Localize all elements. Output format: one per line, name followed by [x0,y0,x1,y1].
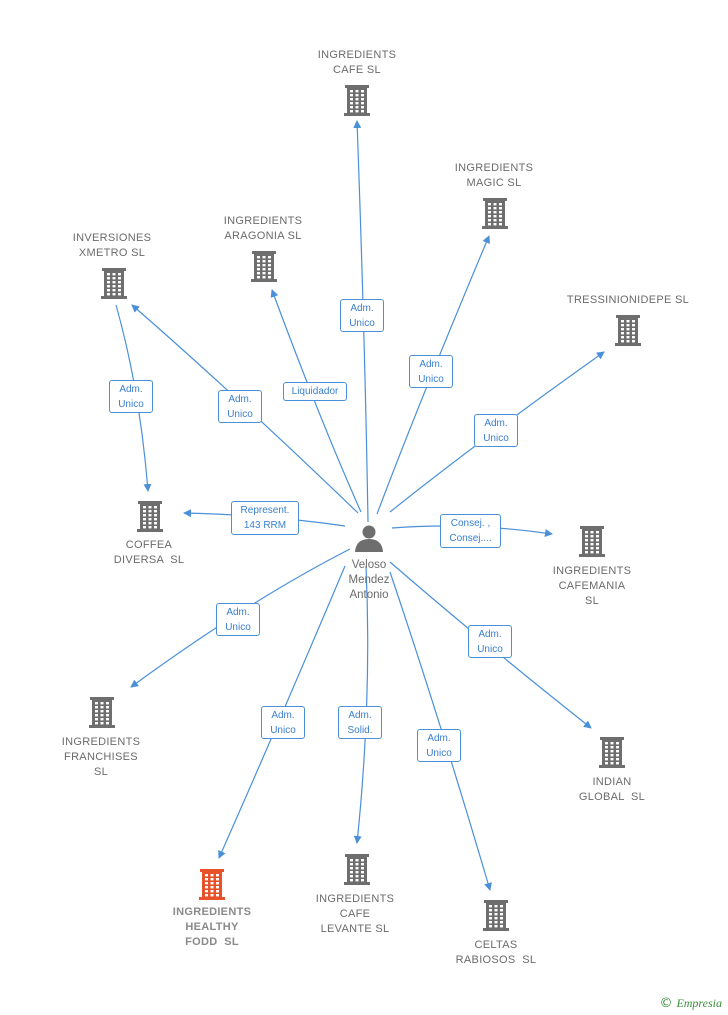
building-icon-ingredients_cafemania[interactable] [579,526,605,557]
building-icon-inversiones_xmetro[interactable] [101,268,127,299]
edge-label-line: Unico [483,433,509,444]
edge-label-line: Unico [227,409,253,420]
company-label-line: ARAGONIA SL [224,230,302,242]
company-label-line: TRESSINIONIDEPE SL [566,294,690,306]
edge-label-line: Adm. [228,394,252,405]
edge-label-line: Unico [118,399,144,410]
company-label-ingredients_cafemania[interactable]: INGREDIENTS CAFEMANIA SL [522,564,662,609]
company-label-line: INGREDIENTS [317,49,397,61]
edge-label-coffea_diversa[interactable]: Represent. 143 RRM [231,501,299,535]
person-icon[interactable] [355,525,383,553]
building-icon-celtas_rabiosos[interactable] [483,900,509,931]
edge-label-tressinionidepe[interactable]: Adm. Unico [474,414,518,447]
edge-label-inversiones_xmetro[interactable]: Adm. Unico [218,390,262,423]
edge-label-line: Unico [349,318,375,329]
person-name[interactable]: Veloso Mendez Antonio [348,559,390,601]
edge-label-ingredients_cafe_levante[interactable]: Adm. Solid. [338,706,382,739]
company-label-line: INGREDIENTS [223,215,303,227]
edge-label-line: Adm. [350,303,374,314]
edge-label-ingredients_cafemania[interactable]: Consej. , Consej.... [440,514,501,548]
company-label-tressinionidepe[interactable]: TRESSINIONIDEPE SL [558,293,698,308]
edge-label-line: Liquidador [291,386,339,397]
building-icon-ingredients_cafe[interactable] [344,85,370,116]
edge-label-line: Represent. [240,505,290,516]
company-label-line: SL [93,766,109,778]
edge-label-line: Consej. , [450,518,491,529]
company-label-line: HEALTHY [185,921,239,933]
edge-label-ingredients_aragonia[interactable]: Liquidador [283,382,347,401]
company-label-ingredients_cafe[interactable]: INGREDIENTS CAFE SL [287,48,427,78]
building-icon-coffea_diversa[interactable] [137,501,163,532]
edge-veloso-to-ingredients_aragonia [270,289,362,513]
company-label-ingredients_healthy_fodd[interactable]: INGREDIENTS HEALTHY FODD SL [142,905,282,950]
company-label-inversiones_xmetro[interactable]: INVERSIONES XMETRO SL [42,231,182,261]
company-label-line: MAGIC SL [466,177,522,189]
edge-label-celtas_rabiosos[interactable]: Adm. Unico [417,729,461,762]
company-label-line: CAFE SL [333,64,381,76]
edge-label-line: Adm. [271,710,295,721]
company-label-line: DIVERSA SL [113,554,185,566]
edge-label-line: Adm. [119,384,143,395]
building-icon-ingredients_cafe_levante[interactable] [344,854,370,885]
company-label-line: INGREDIENTS [61,736,141,748]
company-label-line: CAFE [339,908,371,920]
edge-label-line: Unico [225,622,251,633]
edge-veloso-to-celtas_rabiosos [389,571,492,891]
building-icon-ingredients_magic[interactable] [482,198,508,229]
edge-label-line: Consej.... [449,533,492,544]
company-label-line: INGREDIENTS [454,162,534,174]
edge-label-coffea_diversa[interactable]: Adm. Unico [109,380,153,413]
edge-label-line: Adm. [419,359,443,370]
building-icon-ingredients_aragonia[interactable] [251,251,277,282]
company-label-celtas_rabiosos[interactable]: CELTAS RABIOSOS SL [426,938,566,968]
company-label-line: SL [584,595,600,607]
company-label-line: XMETRO SL [78,247,146,259]
company-label-line: LEVANTE SL [320,923,390,935]
company-label-ingredients_aragonia[interactable]: INGREDIENTS ARAGONIA SL [193,214,333,244]
edge-label-ingredients_franchises[interactable]: Adm. Unico [216,603,260,636]
company-label-line: COFFEA [125,539,173,551]
company-label-line: INDIAN [592,776,632,788]
edge-label-line: Unico [418,374,444,385]
edge-label-line: Adm. [427,733,451,744]
edge-label-line: 143 RRM [243,520,287,531]
company-label-ingredients_franchises[interactable]: INGREDIENTS FRANCHISES SL [31,735,171,780]
company-label-line: RABIOSOS SL [455,954,537,966]
copyright-icon: © [659,996,673,1011]
company-label-ingredients_cafe_levante[interactable]: INGREDIENTS CAFE LEVANTE SL [285,892,425,937]
company-label-line: INGREDIENTS [172,906,252,918]
company-label-ingredients_magic[interactable]: INGREDIENTS MAGIC SL [424,161,564,191]
watermark: ©Empresia [659,996,722,1011]
building-icon-tressinionidepe[interactable] [615,315,641,346]
edge-label-line: Unico [477,644,503,655]
edge-label-line: Unico [426,748,452,759]
edge-label-line: Adm. [484,418,508,429]
edge-label-ingredients_cafe[interactable]: Adm. Unico [340,299,384,332]
edge-label-line: Adm. [226,607,250,618]
company-label-line: CELTAS [474,939,518,951]
building-icon-indian_global[interactable] [599,737,625,768]
edge-label-ingredients_healthy_fodd[interactable]: Adm. Unico [261,706,305,739]
company-label-line: FRANCHISES [64,751,138,763]
company-label-line: INGREDIENTS [552,565,632,577]
building-icon-ingredients_healthy_fodd[interactable] [199,869,225,900]
watermark-text: Empresia [676,996,722,1010]
edge-veloso-to-ingredients_cafe_levante [353,565,369,844]
edge-label-line: Adm. [348,710,372,721]
edge-label-ingredients_magic[interactable]: Adm. Unico [409,355,453,388]
company-label-line: GLOBAL SL [578,791,646,803]
company-label-indian_global[interactable]: INDIAN GLOBAL SL [542,775,682,805]
edge-label-indian_global[interactable]: Adm. Unico [468,625,512,658]
edge-label-line: Solid. [347,725,373,736]
building-icon-ingredients_franchises[interactable] [89,697,115,728]
company-label-line: INVERSIONES [72,232,152,244]
company-label-line: FODD SL [185,936,239,948]
company-label-line: CAFEMANIA [558,580,626,592]
edge-label-line: Adm. [478,629,502,640]
company-label-line: INGREDIENTS [315,893,395,905]
edge-label-line: Unico [270,725,296,736]
company-label-coffea_diversa[interactable]: COFFEA DIVERSA SL [79,538,219,568]
